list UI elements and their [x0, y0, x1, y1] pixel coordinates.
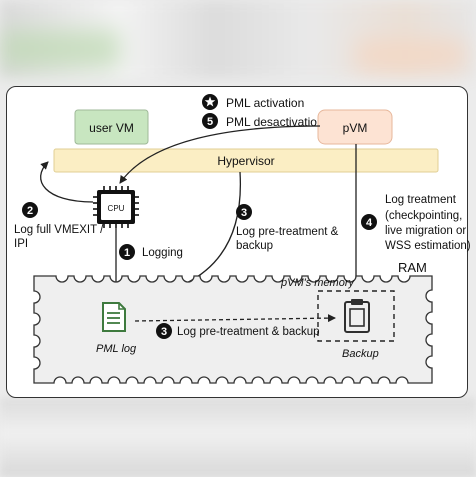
- step1-number: 1: [124, 247, 130, 259]
- backup-label: Backup: [342, 348, 379, 360]
- pvm-box: pVM: [317, 109, 393, 145]
- step3-lower-annotation: 3 Log pre-treatment & backup: [156, 323, 320, 339]
- ram-block: RAM: [33, 260, 433, 384]
- step3-upper-line2: backup: [236, 240, 273, 252]
- step4-line1: Log treatment: [385, 194, 457, 206]
- blurred-green-patch: [0, 30, 120, 68]
- vmexit-arrow: [39, 161, 94, 203]
- desactivation-label: PML desactivation: [226, 115, 324, 129]
- step4-annotation: Log treatment 4 (checkpointing, live mig…: [361, 194, 471, 252]
- user-vm-box: user VM: [74, 109, 149, 145]
- cpu-chip-icon: CPU: [93, 186, 139, 228]
- pml-log-label: PML log: [96, 343, 137, 355]
- legend-desactivation: 5 PML desactivation: [202, 113, 324, 129]
- cpu-label: CPU: [108, 204, 125, 213]
- step4-line2: (checkpointing,: [385, 210, 462, 222]
- step1-label: Logging: [142, 247, 183, 259]
- hypervisor-bar: Hypervisor: [53, 148, 439, 173]
- user-vm-label: user VM: [89, 121, 134, 135]
- desactivation-bullet: [202, 113, 218, 129]
- blurred-top-background: [0, 0, 476, 78]
- blurred-peach-patch: [356, 40, 466, 70]
- star-icon: [204, 96, 216, 107]
- step3-upper-number: 3: [241, 207, 247, 219]
- step3-upper-line1: Log pre-treatment &: [236, 226, 339, 238]
- step3-upper-annotation: 3 Log pre-treatment & backup: [236, 204, 339, 252]
- step3-lower-number: 3: [161, 326, 167, 338]
- legend-activation: PML activation: [202, 94, 304, 110]
- step2-annotation: 2 Log full VMEXIT / IPI: [14, 202, 104, 250]
- step1-annotation: 1 Logging: [119, 244, 183, 260]
- step4-line4: WSS estimation): [385, 240, 471, 252]
- pvm-memory-label: pVM's memory: [280, 277, 355, 289]
- document-icon: [102, 302, 126, 332]
- hypervisor-label: Hypervisor: [217, 154, 274, 168]
- step3-lower-label: Log pre-treatment & backup: [177, 326, 320, 338]
- step4-number: 4: [366, 217, 373, 229]
- pretreatment-arrow-upper: [132, 171, 241, 302]
- pvm-label: pVM: [343, 121, 368, 135]
- activation-label: PML activation: [226, 96, 304, 110]
- step4-line3: live migration or: [385, 225, 466, 237]
- pml-activation-arrow: [119, 125, 321, 184]
- step2-number: 2: [27, 205, 33, 217]
- ram-outline: [33, 275, 433, 384]
- clipboard-icon: [344, 299, 370, 333]
- step2-line2: IPI: [14, 238, 28, 250]
- pretreatment-arrow-lower: [134, 314, 336, 323]
- blurred-bottom-background: [0, 398, 476, 477]
- step2-line1: Log full VMEXIT /: [14, 224, 104, 236]
- ram-label: RAM: [398, 260, 427, 275]
- desactivation-number: 5: [207, 116, 213, 128]
- pvm-memory-region: [317, 290, 395, 342]
